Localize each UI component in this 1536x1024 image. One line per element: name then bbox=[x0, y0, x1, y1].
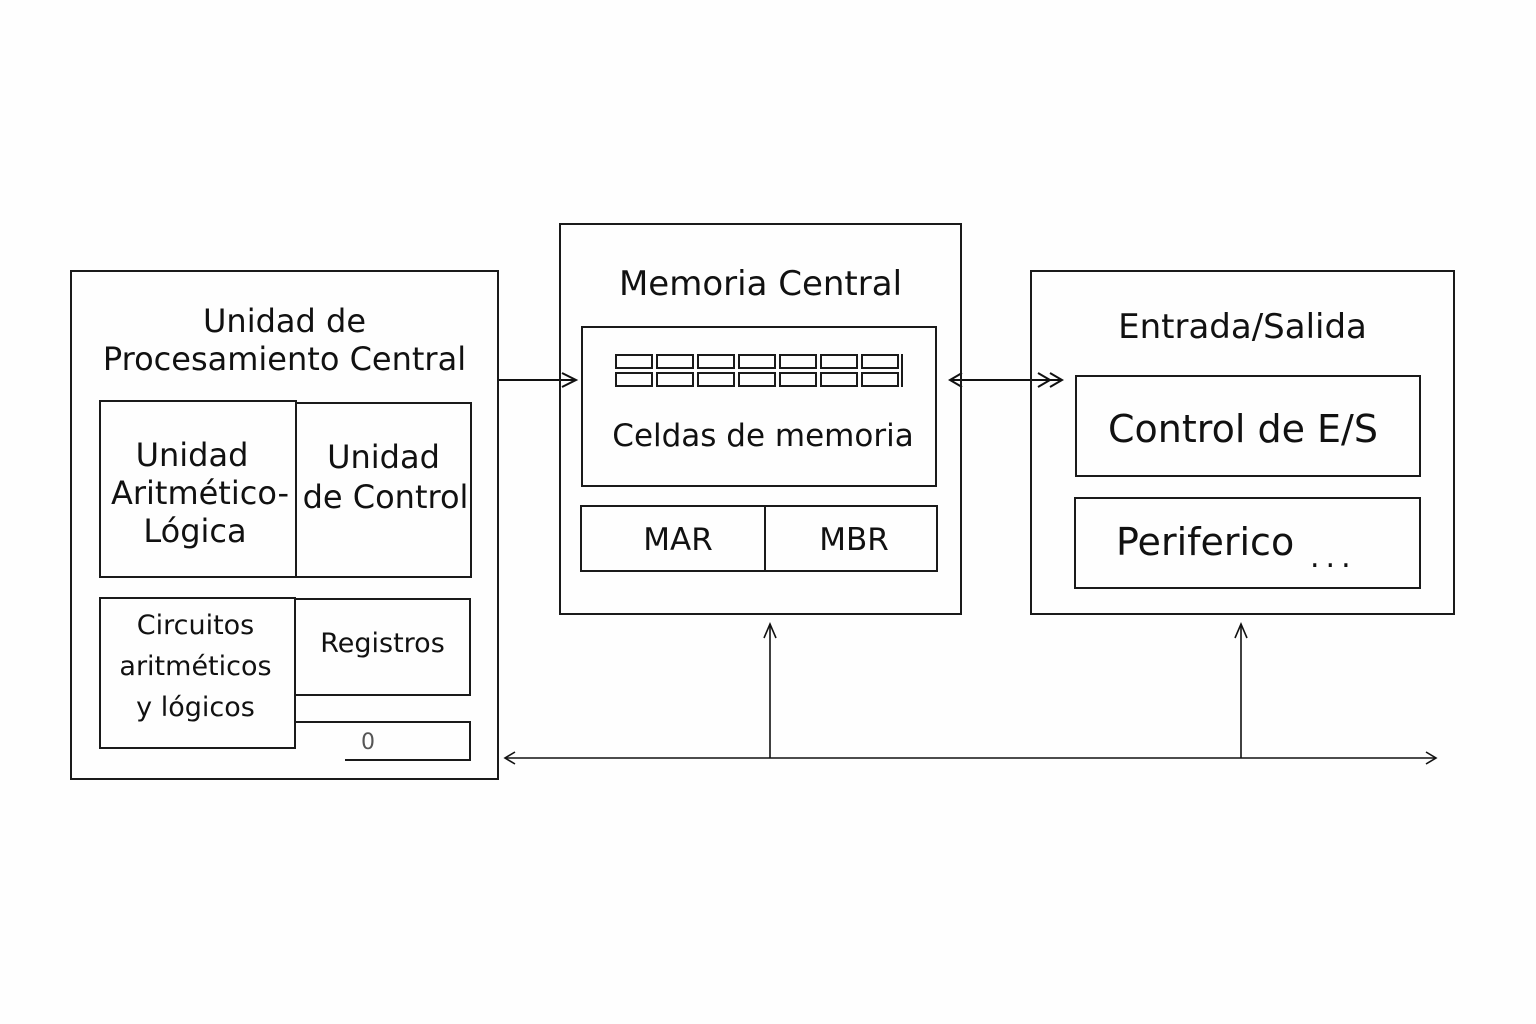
cpu-to-memory-arrow bbox=[499, 372, 579, 388]
memory-cell bbox=[697, 372, 735, 387]
memory-block bbox=[559, 223, 962, 615]
registers-label: Registros bbox=[320, 628, 445, 659]
circuits-label-line2: aritméticos bbox=[119, 651, 272, 682]
memory-cell bbox=[656, 354, 694, 369]
system-bus-line bbox=[503, 751, 1438, 765]
control-unit-label-line1: Unidad bbox=[327, 438, 440, 476]
memory-cells-block bbox=[581, 326, 937, 487]
memory-cell bbox=[615, 372, 653, 387]
mbr-label: MBR bbox=[819, 522, 889, 558]
memory-cell bbox=[820, 354, 858, 369]
memory-cell bbox=[861, 372, 899, 387]
bus-to-memory-arrow bbox=[763, 621, 777, 758]
memory-cells-label: Celdas de memoria bbox=[612, 418, 914, 454]
memory-cell bbox=[738, 372, 776, 387]
io-control-block bbox=[1075, 375, 1421, 477]
registers-block bbox=[294, 598, 471, 696]
memory-cell bbox=[656, 372, 694, 387]
cpu-title-line1: Unidad de bbox=[203, 302, 366, 340]
io-block bbox=[1030, 270, 1455, 615]
circuits-label-line1: Circuitos bbox=[136, 610, 255, 641]
memory-cell bbox=[779, 354, 817, 369]
control-unit-label-line2: de Control bbox=[302, 478, 469, 516]
alu-label-line1: Unidad bbox=[135, 436, 249, 474]
small-register-block bbox=[294, 721, 471, 761]
memory-title: Memoria Central bbox=[618, 264, 903, 304]
memory-cell bbox=[615, 354, 653, 369]
cpu-block bbox=[70, 270, 499, 780]
circuits-label-line3: y lógicos bbox=[136, 692, 255, 723]
memory-cell bbox=[779, 372, 817, 387]
memory-cell-grid-edge bbox=[901, 354, 903, 387]
peripheral-block bbox=[1074, 497, 1421, 589]
memory-io-bidirectional-arrow bbox=[948, 372, 1064, 388]
small-register-label: 0 bbox=[361, 730, 375, 755]
bus-to-io-arrow bbox=[1234, 621, 1248, 758]
mar-label: MAR bbox=[643, 522, 713, 558]
io-control-label: Control de E/S bbox=[1108, 407, 1378, 451]
control-unit-block bbox=[295, 402, 472, 578]
peripheral-ellipsis: ... bbox=[1310, 540, 1357, 575]
peripheral-label: Periferico bbox=[1116, 520, 1295, 564]
memory-cell bbox=[820, 372, 858, 387]
alu-label-line3: Lógica bbox=[143, 512, 247, 550]
io-title: Entrada/Salida bbox=[1118, 307, 1367, 347]
memory-cell bbox=[861, 354, 899, 369]
memory-cell bbox=[738, 354, 776, 369]
memory-cell-grid bbox=[615, 354, 903, 390]
mbr-register bbox=[764, 505, 938, 572]
alu-label-line2: Aritmético- bbox=[110, 474, 290, 512]
small-register-underline bbox=[345, 759, 471, 761]
memory-cell bbox=[697, 354, 735, 369]
cpu-title-line2: Procesamiento Central bbox=[102, 340, 467, 378]
